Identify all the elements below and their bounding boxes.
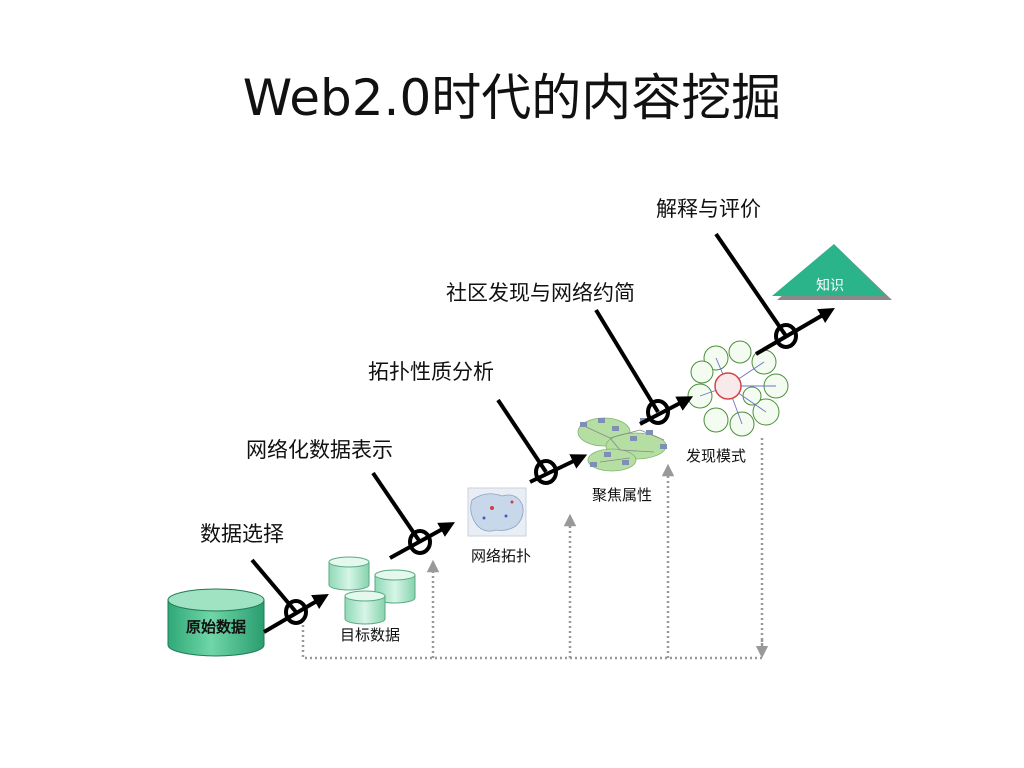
knowledge-triangle: 知识 [772,244,892,300]
network-topology-map [467,487,527,537]
step-community-discovery [594,308,694,426]
step-topology-analysis [496,398,588,485]
step-network-representation [371,471,456,560]
step-interpretation [714,232,835,356]
raw-data-cylinder: 原始数据 [167,588,265,657]
focus-attributes-label: 聚焦属性 [592,486,652,504]
step-label-network-representation: 网络化数据表示 [246,438,393,462]
feedback-loop [301,438,769,660]
step-label-interpretation: 解释与评价 [656,197,761,221]
step-label-community-discovery: 社区发现与网络约简 [446,281,635,305]
discovered-patterns-cluster [687,340,789,437]
slide-title: Web2.0时代的内容挖掘 [242,69,782,127]
knowledge-label: 知识 [816,277,844,294]
step-label-data-selection: 数据选择 [200,522,284,546]
raw-data-label: 原始数据 [186,618,246,636]
step-label-topology-analysis: 拓扑性质分析 [368,360,494,384]
network-topology-label: 网络拓扑 [471,547,531,565]
discovered-patterns-label: 发现模式 [686,447,746,465]
step-data-selection [250,558,329,634]
target-data-cylinders [328,556,416,625]
target-data-label: 目标数据 [340,626,400,644]
focus-attributes-network [577,417,667,472]
